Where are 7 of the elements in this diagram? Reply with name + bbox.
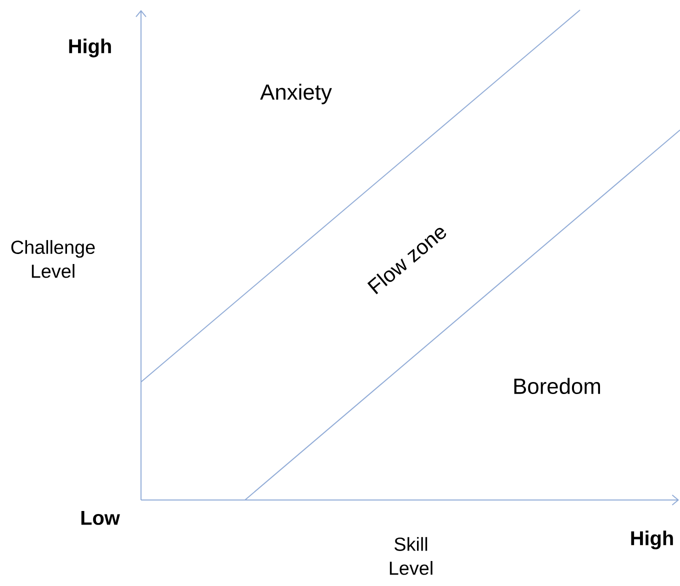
axis-label: High [69,38,111,58]
axis-title: Skill Level [390,537,432,575]
axis-title: Challenge Level [11,240,95,278]
region-label: Boredom [514,378,600,394]
axis-label: Low [81,511,120,525]
axis-label: High [631,530,673,550]
region-label: Anxiety [260,84,332,104]
